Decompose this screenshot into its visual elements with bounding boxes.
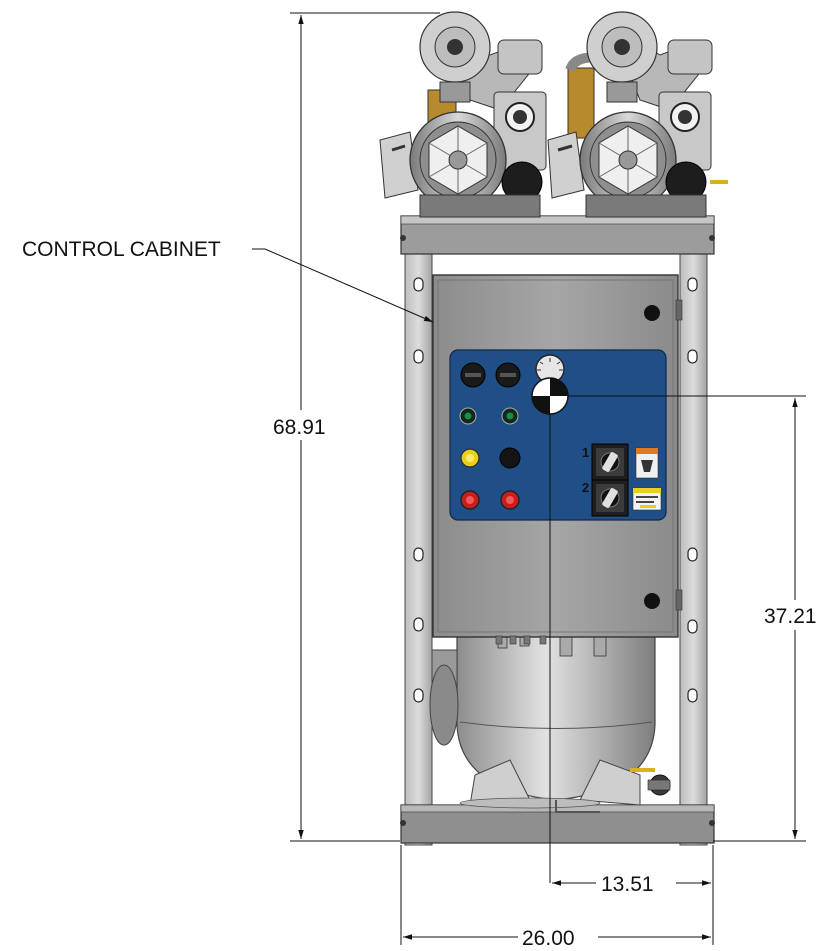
receiver-tank [429, 634, 671, 813]
frame [400, 215, 715, 846]
control-cabinet-callout: CONTROL CABINET [22, 238, 434, 323]
hand-off-auto-switch-1[interactable] [591, 443, 629, 481]
dim-overall-width-label: 26.00 [522, 927, 575, 950]
vacuum-pump-right [547, 11, 728, 218]
dim-cog-width-label: 13.51 [601, 873, 654, 896]
center-of-gravity-marker [531, 377, 806, 883]
unit-number-2: 2 [582, 480, 589, 495]
hand-off-auto-switch-2[interactable] [591, 479, 629, 517]
frame-right-post [679, 239, 708, 846]
caution-label [632, 487, 662, 511]
frame-slots-right [687, 277, 698, 703]
cabinet-latch-top [644, 305, 660, 321]
unit-number-1: 1 [582, 445, 589, 460]
dimension-overall-width: 26.00 [403, 927, 711, 950]
dimension-overall-height: 68.91 [273, 12, 440, 842]
warning-label [635, 447, 659, 479]
callout-label: CONTROL CABINET [22, 238, 221, 261]
vacuum-pump-left [379, 11, 547, 218]
dimension-cog-height: 37.21 [713, 398, 817, 842]
dim-cog-height-label: 37.21 [764, 605, 817, 628]
cabinet-latch-bottom [644, 593, 660, 609]
dim-overall-height-label: 68.91 [273, 416, 326, 439]
reset-button[interactable] [499, 447, 521, 469]
frame-left-post [404, 239, 433, 846]
dimension-cog-width: 13.51 [400, 845, 714, 945]
frame-slots-left [413, 277, 424, 703]
control-cabinet: 1 2 [432, 274, 683, 645]
